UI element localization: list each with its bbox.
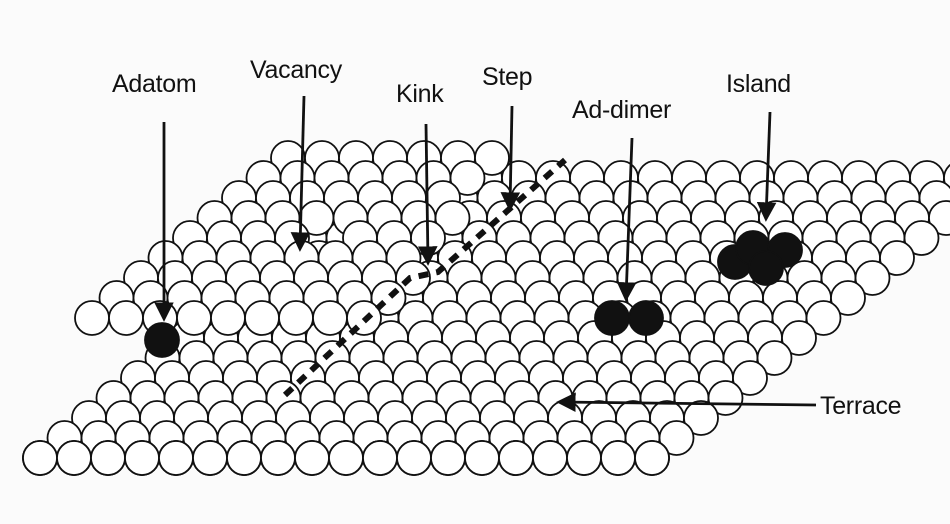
island-label: Island — [726, 70, 791, 98]
ad-dimer-atom — [628, 300, 664, 336]
atom — [566, 440, 602, 476]
kink-arrow — [417, 123, 438, 266]
atom — [328, 440, 364, 476]
atom — [600, 440, 636, 476]
atom — [532, 440, 568, 476]
ad-dimer-arrow — [616, 137, 637, 302]
step-arrow — [500, 105, 521, 212]
atom — [634, 440, 670, 476]
kink-label: Kink — [396, 80, 444, 108]
atom — [90, 440, 126, 476]
vacancy-arrow — [290, 95, 311, 252]
terrace-arrow — [556, 392, 817, 412]
island-atom — [748, 250, 784, 286]
atom — [158, 440, 194, 476]
upper-atom — [474, 140, 510, 176]
atom — [658, 420, 695, 456]
atom — [756, 340, 793, 376]
upper-atom — [74, 300, 110, 336]
atom — [396, 440, 432, 476]
island-arrow — [756, 111, 777, 222]
terrace-label: Terrace — [820, 392, 902, 420]
atom — [294, 440, 330, 476]
upper-atom — [278, 300, 314, 336]
atom — [854, 260, 891, 296]
adatom-label: Adatom — [112, 70, 197, 98]
atom — [260, 440, 296, 476]
upper-atom — [176, 300, 212, 336]
atom — [430, 440, 466, 476]
vacancy-label: Vacancy — [250, 56, 342, 84]
atom — [192, 440, 228, 476]
atom — [879, 240, 915, 276]
atom — [464, 440, 500, 476]
step-edge — [282, 157, 567, 398]
adsorbed-atoms — [144, 230, 803, 358]
step-label: Step — [482, 63, 533, 91]
upper-atom — [395, 260, 431, 296]
atom — [830, 280, 866, 316]
atom — [683, 400, 719, 436]
atom — [362, 440, 398, 476]
atom — [707, 380, 744, 416]
upper-atom — [434, 200, 471, 236]
upper-atom — [108, 300, 144, 336]
atom — [732, 360, 768, 396]
label-arrows — [154, 95, 817, 412]
atom — [805, 300, 842, 336]
atom — [22, 440, 58, 476]
atom — [124, 440, 160, 476]
atom — [498, 440, 534, 476]
upper-terrace-atoms — [74, 140, 510, 336]
atom — [781, 320, 817, 356]
adatom-atom — [144, 322, 180, 358]
ad-dimer-atom — [594, 300, 630, 336]
ad-dimer-label: Ad-dimer — [572, 96, 672, 124]
atom — [226, 440, 262, 476]
step-edge-dashed-line — [282, 157, 567, 398]
atom — [903, 220, 940, 256]
upper-atom — [210, 300, 246, 336]
upper-atom — [312, 300, 348, 336]
atom — [56, 440, 92, 476]
upper-atom — [449, 160, 486, 196]
upper-atom — [244, 300, 280, 336]
